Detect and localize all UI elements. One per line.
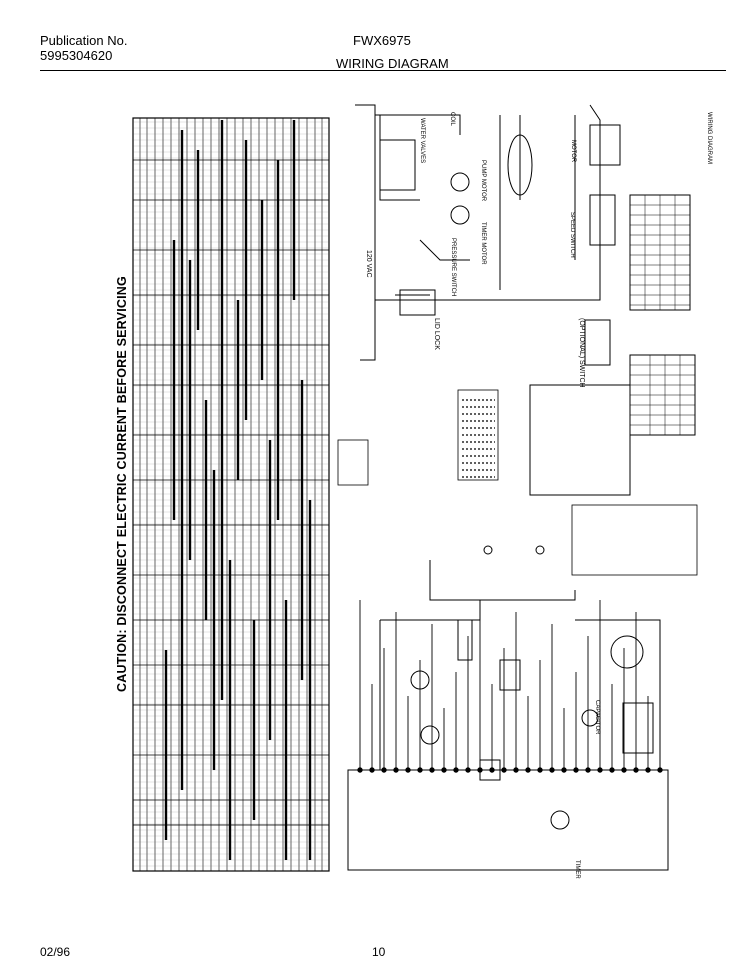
wiring-diagram-note: WIRING DIAGRAM bbox=[706, 112, 712, 164]
supply-label: 120 VAC bbox=[365, 250, 372, 278]
speed-switch-label: SPEED SWITCH bbox=[569, 212, 575, 258]
footer-date: 02/96 bbox=[40, 945, 71, 959]
timer-motor-label: TIMER MOTOR bbox=[480, 222, 486, 265]
page-number: 10 bbox=[372, 945, 386, 959]
water-valves-label: WATER VALVES bbox=[419, 118, 425, 164]
model-number: FWX6975 bbox=[353, 33, 411, 48]
caution-text: CAUTION: DISCONNECT ELECTRIC CURRENT BEF… bbox=[115, 276, 129, 692]
schematic bbox=[337, 104, 698, 871]
timer-sequence-chart bbox=[132, 117, 330, 872]
publication-label: Publication No. bbox=[40, 33, 128, 48]
header-rule bbox=[40, 70, 726, 71]
coil-label: COIL bbox=[449, 112, 455, 127]
option-switch-label: (OPTIONAL) SWITCH bbox=[578, 318, 585, 388]
pressure-switch-label: PRESSURE SWITCH bbox=[450, 238, 456, 297]
motor-label: MOTOR bbox=[570, 140, 576, 163]
pump-motor-label: PUMP MOTOR bbox=[480, 160, 486, 202]
publication-number: 5995304620 bbox=[40, 48, 113, 63]
timer-label: TIMER bbox=[574, 860, 580, 879]
lid-lock-label: LID LOCK bbox=[433, 318, 440, 350]
capacitor-label: CAPACITOR bbox=[594, 700, 600, 735]
section-title: WIRING DIAGRAM bbox=[336, 56, 449, 71]
